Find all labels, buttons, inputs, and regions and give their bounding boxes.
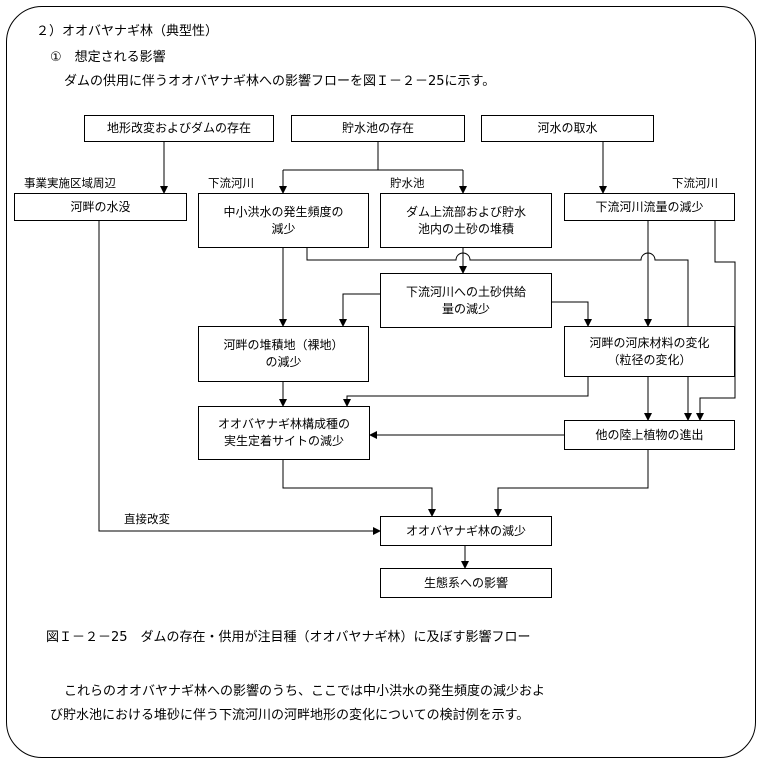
label-downstream-right: 下流河川: [672, 176, 718, 190]
arrow-other-to-forest: [494, 450, 649, 517]
arrow-seedling-to-forest: [282, 460, 436, 517]
subsection-heading: ① 想定される影響: [50, 50, 166, 65]
node-flood-frequency: 中小洪水の発生頻度の 減少: [198, 193, 369, 248]
arrow-supply-to-bed: [552, 301, 592, 327]
body-text-line1: これらのオオバヤナギ林への影響のうち、ここでは中小洪水の発生頻度の減少およ: [64, 684, 546, 699]
arrow-submersion-to-forest: [98, 221, 381, 535]
body-text-line2: び貯水池における堆砂に伴う下流河川の河畔地形の変化についての検討例を示す。: [50, 708, 530, 723]
label-reservoir: 貯水池: [390, 176, 425, 190]
node-water-intake: 河水の取水: [481, 115, 654, 142]
node-submersion: 河畔の水没: [14, 193, 187, 221]
arrow-flood-to-other-plants: [306, 248, 692, 421]
node-sediment-supply: 下流河川への土砂供給 量の減少: [380, 273, 552, 328]
figure-caption: 図Ｉ－２－25 ダムの存在・供用が注目種（オオバヤナギ林）に及ぼす影響フロー: [46, 630, 531, 645]
arrow-supply-to-bare: [339, 293, 380, 327]
section-heading: ２）オオバヤナギ林（典型性）: [36, 24, 219, 39]
node-ecosystem-impact: 生態系への影響: [380, 568, 552, 598]
node-seedling-sites: オオバヤナギ林構成種の 実生定着サイトの減少: [198, 406, 370, 460]
label-downstream-left: 下流河川: [208, 176, 254, 190]
page-frame: [6, 6, 756, 758]
node-bare-land: 河畔の堆積地（裸地） の減少: [198, 326, 369, 382]
intro-text: ダムの供用に伴うオオバヤナギ林への影響フローを図Ｉ－２－25に示す。: [64, 74, 496, 89]
node-bed-material: 河畔の河床材料の変化 （粒径の変化）: [564, 326, 735, 377]
node-forest-decrease: オオバヤナギ林の減少: [380, 516, 552, 546]
node-sediment-deposit: ダム上流部および貯水 池内の土砂の堆積: [380, 193, 552, 248]
label-project-area: 事業実施区域周辺: [24, 176, 116, 190]
arrow-bed-to-seedling: [343, 377, 589, 407]
node-other-plants: 他の陸上植物の進出: [564, 420, 735, 450]
arrow-flow-to-other-plants-right: [696, 221, 736, 421]
node-flow-decrease: 下流河川流量の減少: [564, 193, 735, 221]
label-direct-change: 直接改変: [124, 512, 170, 526]
node-reservoir-existence: 貯水池の存在: [291, 115, 465, 142]
node-terrain: 地形改変およびダムの存在: [84, 115, 274, 142]
